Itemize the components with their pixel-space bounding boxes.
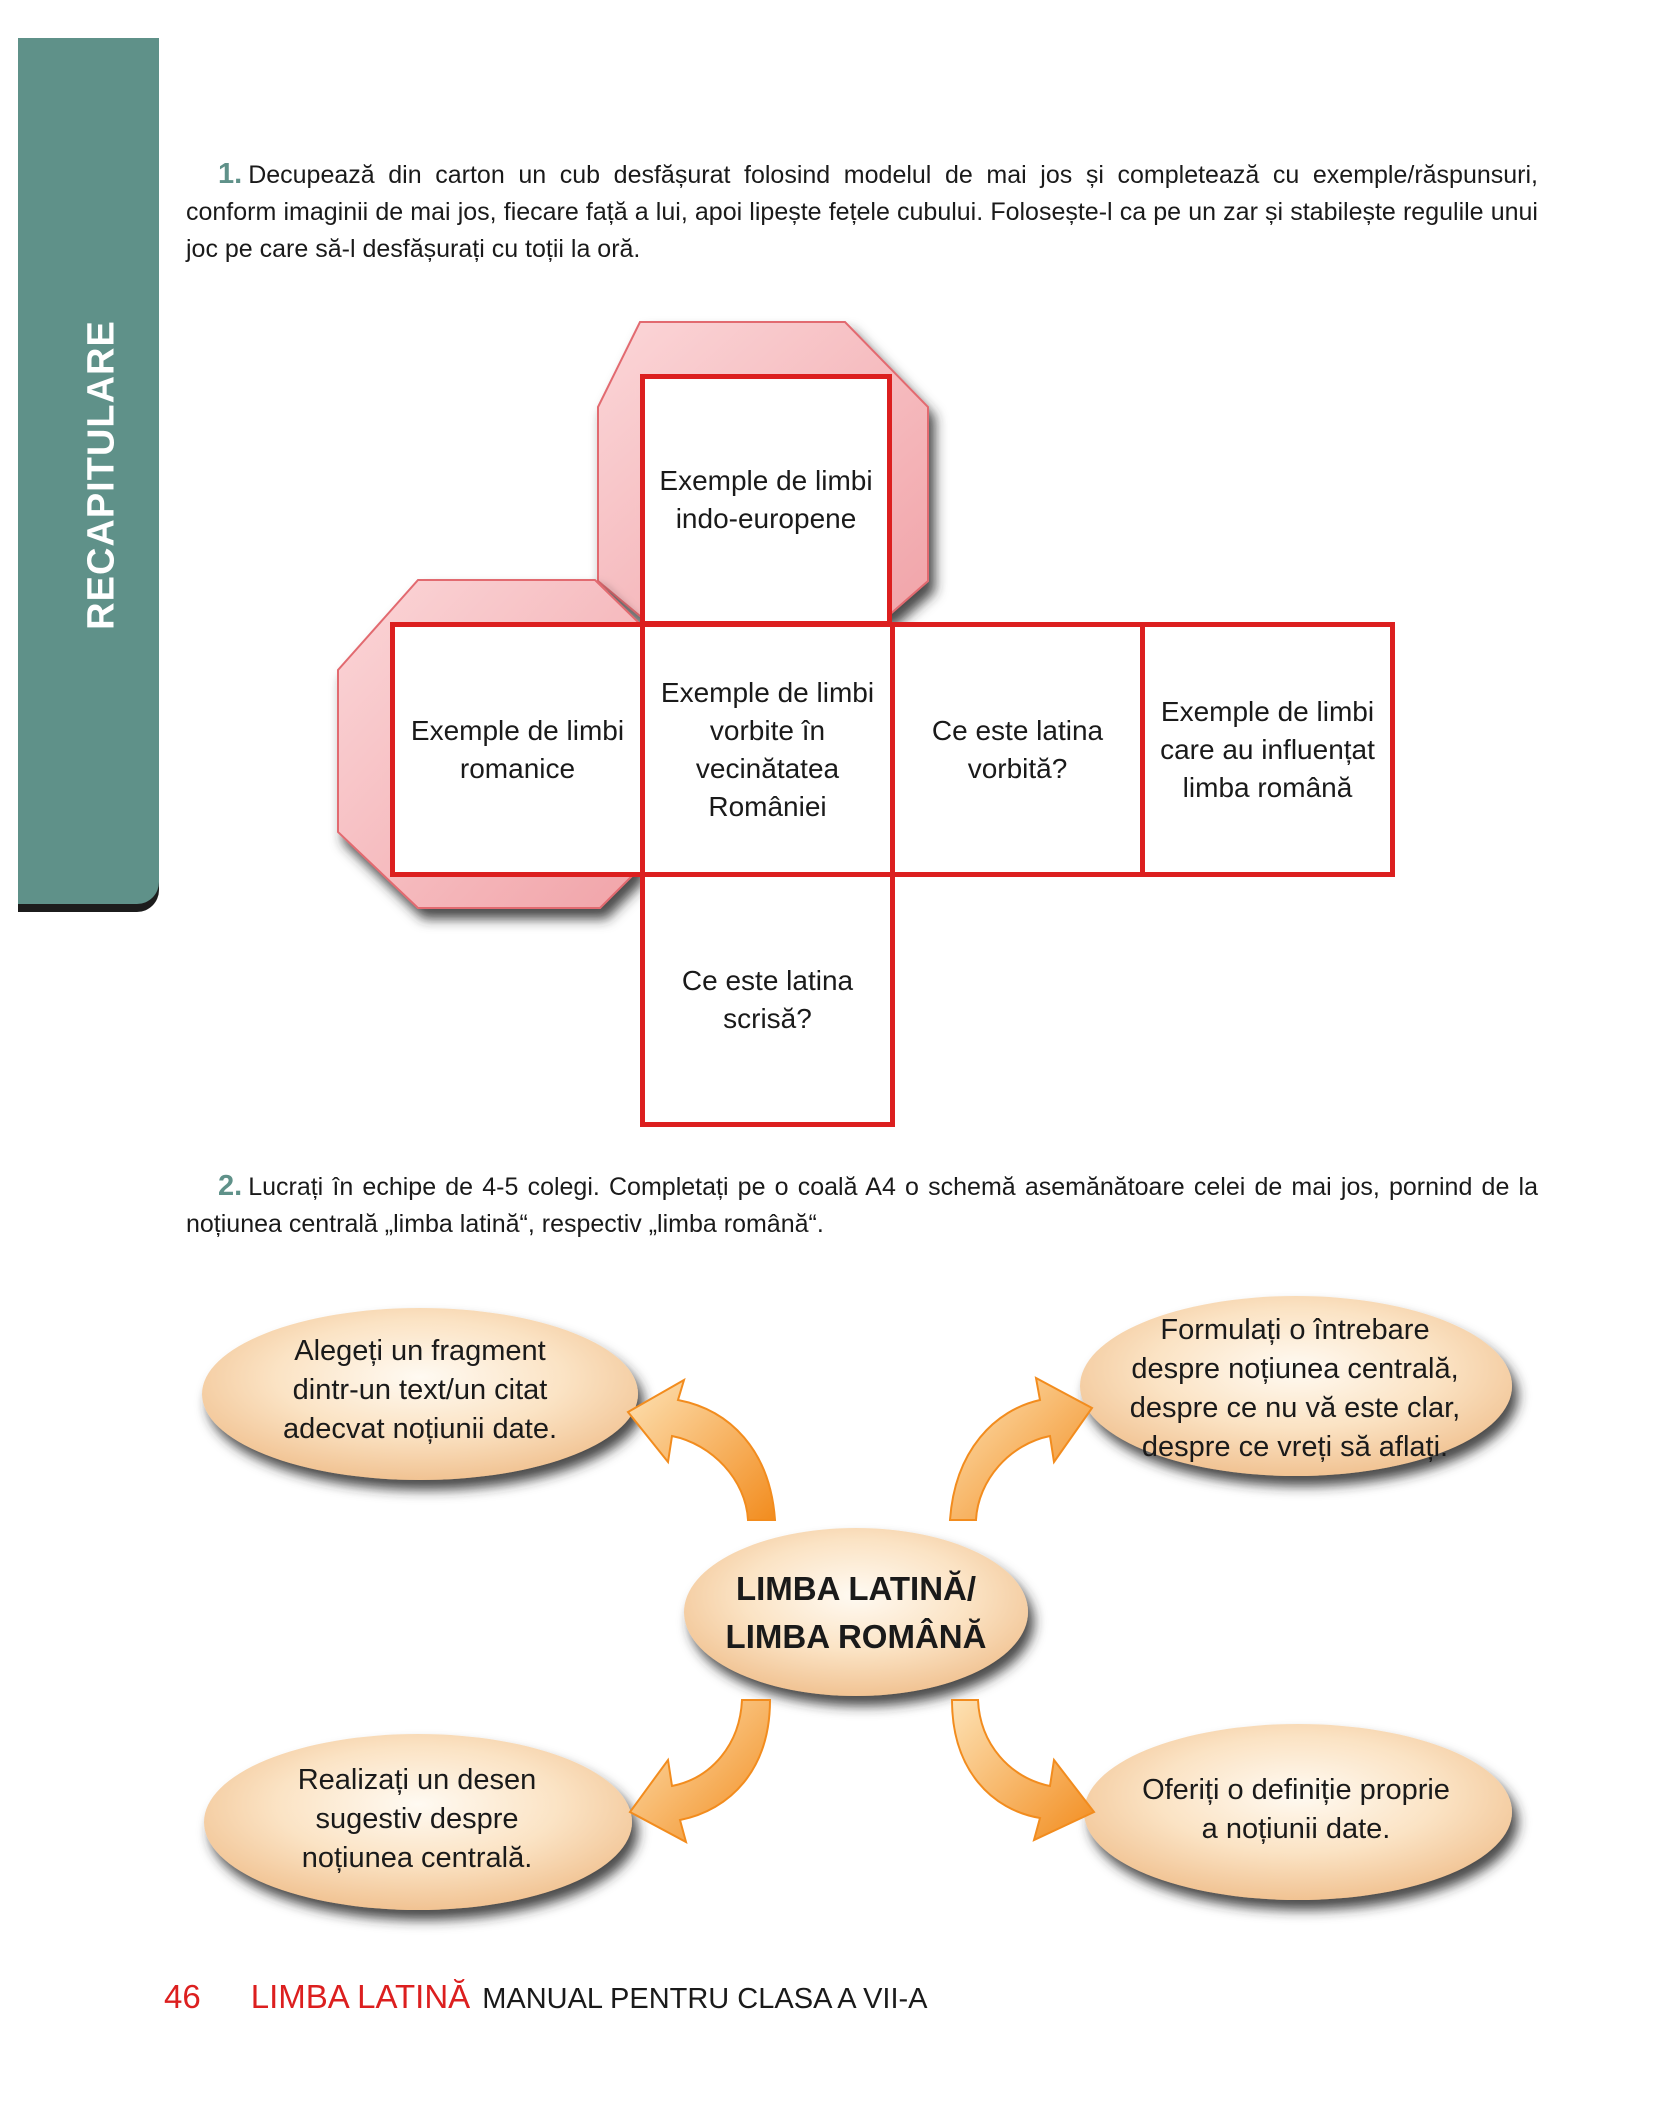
center-line-1: LIMBA LATINĂ/ — [735, 1570, 977, 1607]
mindmap-bottom-left-text: Realizați un desen sugestiv despre noțiu… — [297, 1763, 537, 1874]
page-footer: 46 LIMBA LATINĂ MANUAL PENTRU CLASA A VII-… — [164, 1978, 928, 2016]
task-2-number: 2. — [218, 1170, 243, 1202]
task-2: 2.Lucrați în echipe de 4-5 colegi. Compl… — [186, 1168, 1538, 1243]
ellipse-bottom-right — [1084, 1724, 1512, 1900]
arrow-bottom-right — [950, 1699, 1096, 1842]
arrow-bottom-left — [628, 1699, 772, 1844]
sidebar-tab — [18, 38, 159, 904]
arrow-top-left — [626, 1377, 777, 1521]
book-subtitle: MANUAL PENTRU CLASA A VII-A — [482, 1983, 928, 2015]
cube-face-left: Exemple de limbi romanice — [390, 622, 645, 877]
mindmap-bottom-right-text: Oferiți o definiție proprie a noțiunii d… — [1142, 1774, 1450, 1845]
cube-face-bottom: Ce este latina scrisă? — [640, 872, 895, 1127]
mindmap-top-left-text: Alegeți un fragment dintr-un text/un cit… — [282, 1334, 558, 1445]
ellipse-top-right — [1080, 1296, 1512, 1476]
cube-face-top: Exemple de limbi indo-europene — [640, 374, 892, 626]
ellipse-top-left — [202, 1308, 638, 1480]
cube-face-right-1: Ce este latina vorbită? — [890, 622, 1145, 877]
cube-face-right-2: Exemple de limbi care au influențat limb… — [1140, 622, 1395, 877]
book-title: LIMBA LATINĂ — [250, 1978, 471, 2015]
task-1-text: Decupează din carton un cub desfășurat f… — [186, 161, 1538, 263]
task-1: 1.Decupează din carton un cub desfășurat… — [186, 156, 1538, 268]
page-number: 46 — [164, 1978, 201, 2015]
mindmap-center-text: LIMBA LATINĂ/ LIMBA ROMÂNĂ — [706, 1558, 1006, 1668]
task-1-number: 1. — [218, 158, 243, 190]
ellipse-bottom-left — [204, 1734, 632, 1910]
center-line-2: LIMBA ROMÂNĂ — [725, 1618, 987, 1655]
arrow-top-right — [948, 1376, 1094, 1521]
task-2-text: Lucrați în echipe de 4-5 colegi. Complet… — [186, 1173, 1538, 1238]
ellipse-center — [684, 1528, 1028, 1696]
mindmap-top-right-text: Formulați o întrebare despre noțiunea ce… — [1129, 1314, 1461, 1463]
